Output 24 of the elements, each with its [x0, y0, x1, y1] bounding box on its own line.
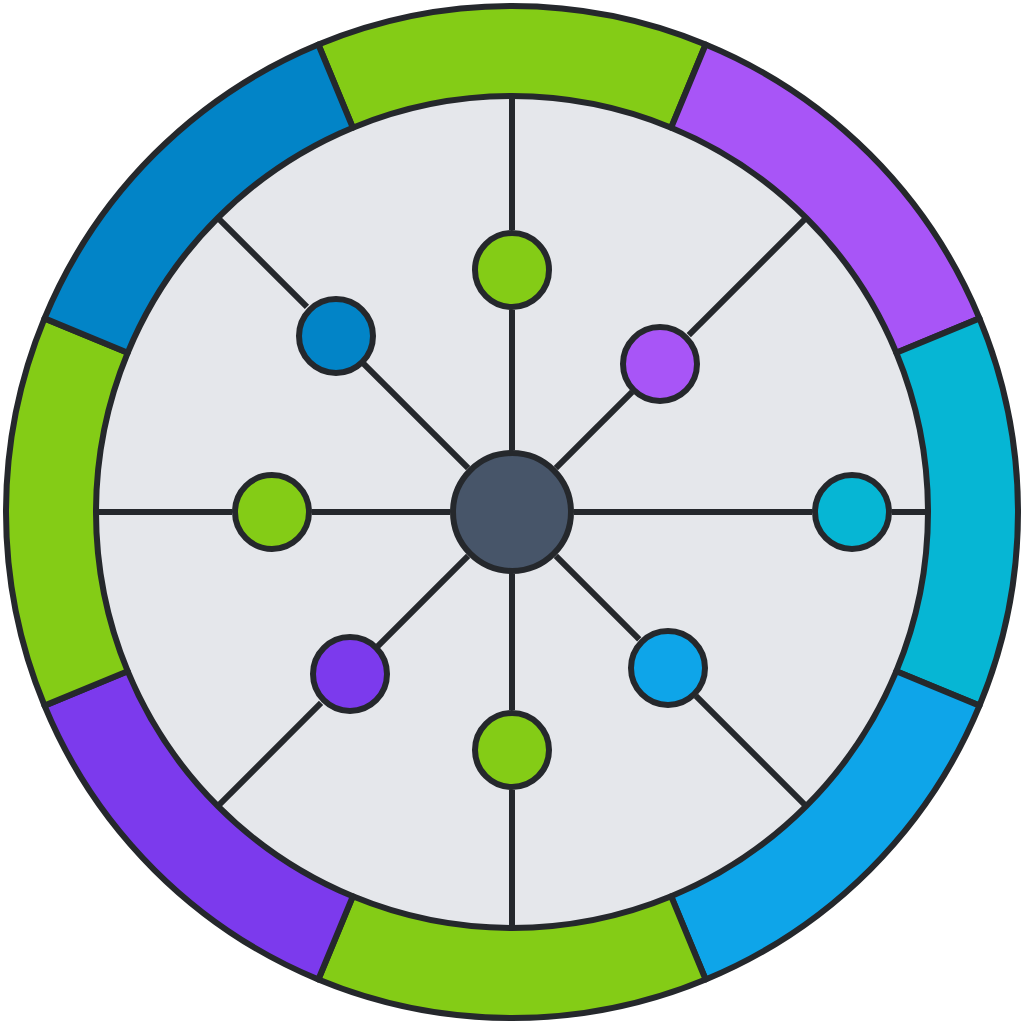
ring-segment	[41, 41, 356, 356]
ring-segment	[668, 668, 983, 983]
connector-line	[553, 553, 642, 642]
ring-segment	[315, 893, 709, 1021]
connector-line	[509, 790, 515, 928]
connector-line	[686, 215, 809, 338]
ring-segment	[668, 41, 983, 356]
connector-line	[312, 509, 450, 515]
connector-line	[215, 215, 310, 310]
connector-line	[361, 361, 471, 471]
connector-line	[375, 553, 471, 649]
ring-segment	[315, 3, 709, 131]
connector-line	[574, 509, 812, 515]
connector-line	[892, 509, 928, 515]
connector-line	[215, 700, 324, 809]
connector-line	[693, 693, 809, 809]
connector-line	[509, 310, 515, 450]
ring-segment	[41, 668, 356, 983]
connector-line	[509, 96, 515, 230]
connector-line	[509, 574, 515, 710]
ring-segment	[3, 315, 131, 709]
ring-segment	[893, 315, 1021, 709]
connector-line	[96, 509, 232, 515]
connector-line	[553, 389, 635, 471]
